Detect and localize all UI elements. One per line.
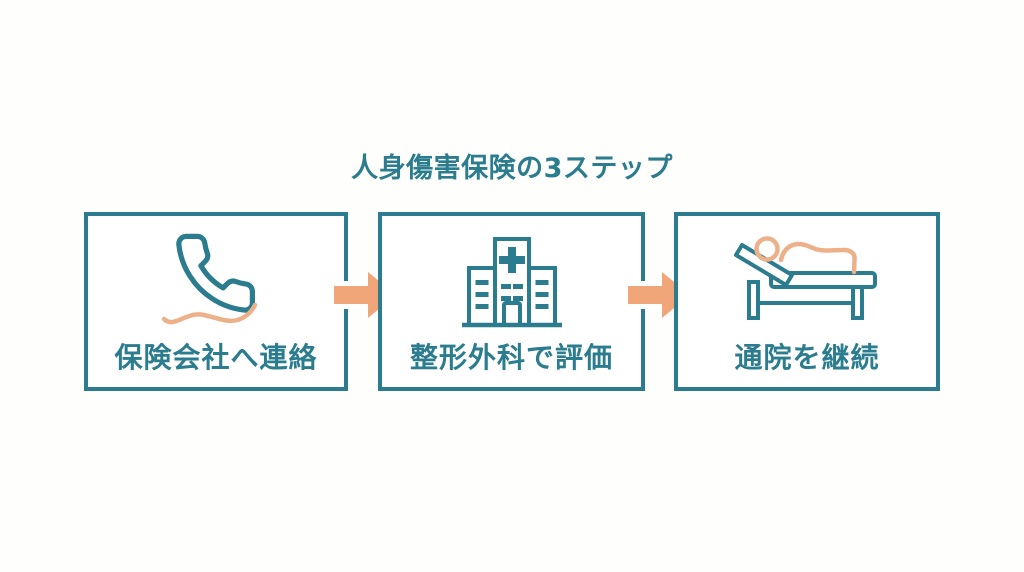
step-card-evaluation: 整形外科で評価 (378, 212, 645, 391)
hospital-door (501, 301, 522, 327)
bed-left-leg (747, 280, 760, 320)
step-label: 保険会社へ連絡 (114, 341, 318, 375)
phone-cord (161, 302, 258, 325)
patient-head (754, 236, 780, 262)
diagram-title: 人身傷害保険の3ステップ (351, 153, 673, 184)
phone-handset (176, 233, 255, 313)
step-label: 通院を継続 (734, 341, 880, 375)
hospital-icon (461, 237, 562, 328)
step-card-continue: 通院を継続 (674, 212, 940, 391)
bed-incline (734, 243, 794, 287)
bed-icon (734, 236, 877, 320)
phone-icon (161, 233, 258, 325)
step-label: 整形外科で評価 (409, 341, 613, 375)
bed-right-leg (851, 283, 864, 320)
bed-platform (769, 271, 877, 289)
step-card-contact: 保険会社へ連絡 (84, 212, 348, 391)
patient-body (778, 241, 857, 275)
